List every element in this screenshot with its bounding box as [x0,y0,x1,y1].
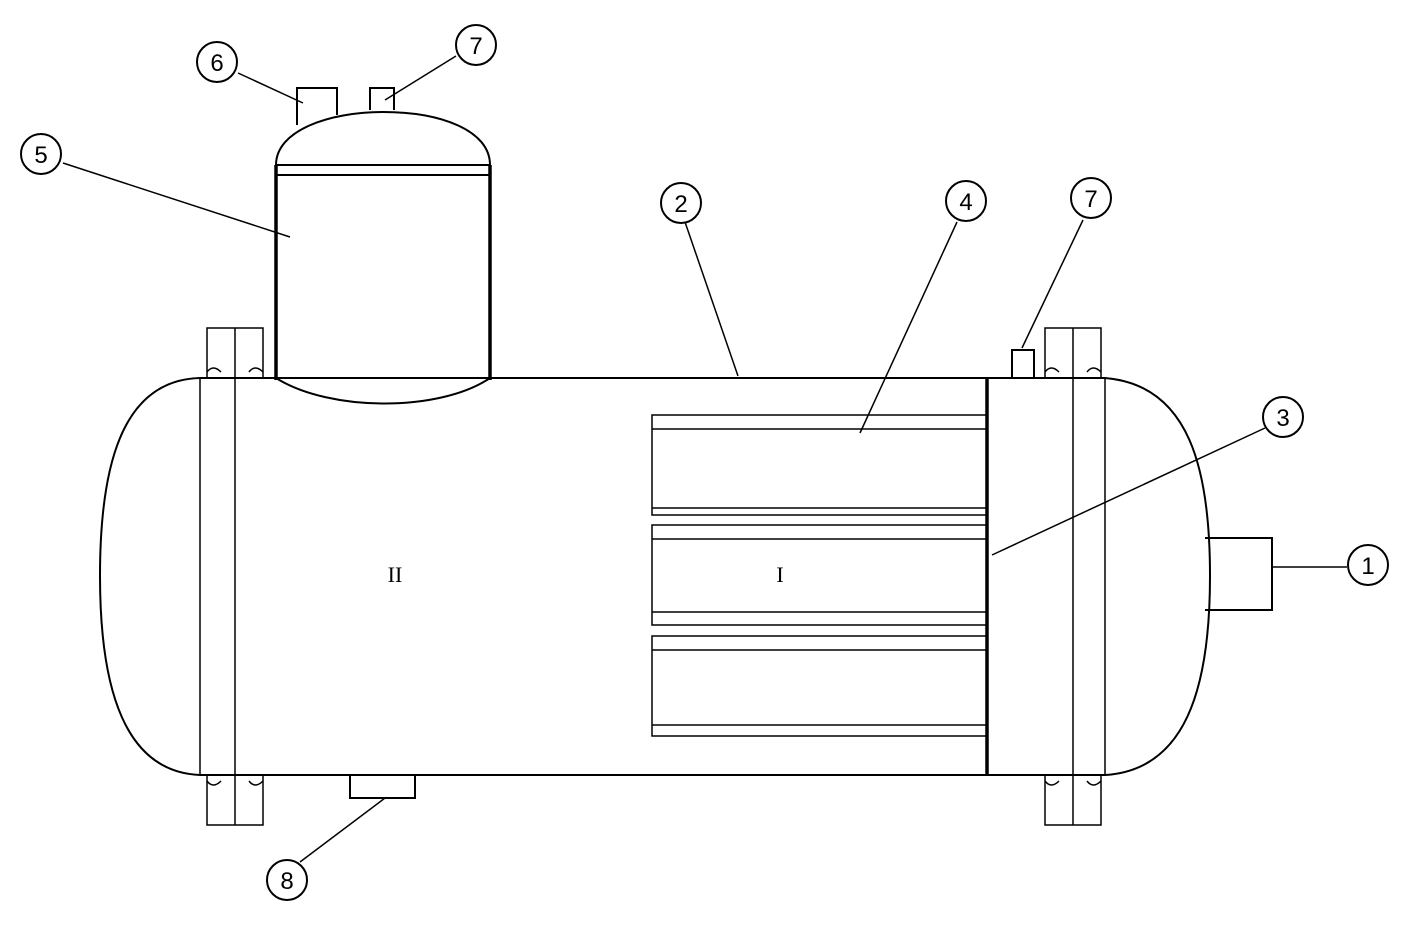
callout-5: 5 [20,133,62,175]
callout-2: 2 [660,182,702,224]
callout-7-vessel: 7 [1070,177,1112,219]
svg-text:5: 5 [34,142,47,169]
svg-text:8: 8 [280,868,293,895]
dome-vent-nozzle [369,87,395,110]
top-outlet-nozzle [296,87,338,125]
drain-nozzle [349,775,416,799]
svg-text:2: 2 [674,191,687,218]
callout-8: 8 [266,859,308,901]
svg-text:7: 7 [469,33,482,60]
zone-i-label: I [776,562,783,587]
vessel-vent-nozzle [1011,349,1035,378]
callout-3: 3 [1262,396,1304,438]
callout-1: 1 [1347,544,1389,586]
zone-ii-label: II [388,562,403,587]
leader-lines [62,55,1347,863]
right-saddle-support [1044,327,1106,826]
callout-7-dome: 7 [455,24,497,66]
svg-text:1: 1 [1361,553,1374,580]
svg-text:3: 3 [1276,405,1289,432]
callout-6: 6 [196,41,238,83]
left-saddle-support [199,327,264,826]
inlet-nozzle [1205,537,1273,611]
svg-text:4: 4 [959,189,972,216]
vessel-shell [98,377,1212,776]
svg-text:6: 6 [210,50,223,77]
collector-dome [274,110,492,405]
callout-4: 4 [945,180,987,222]
coalescer-packs [651,414,988,737]
svg-text:7: 7 [1084,186,1097,213]
